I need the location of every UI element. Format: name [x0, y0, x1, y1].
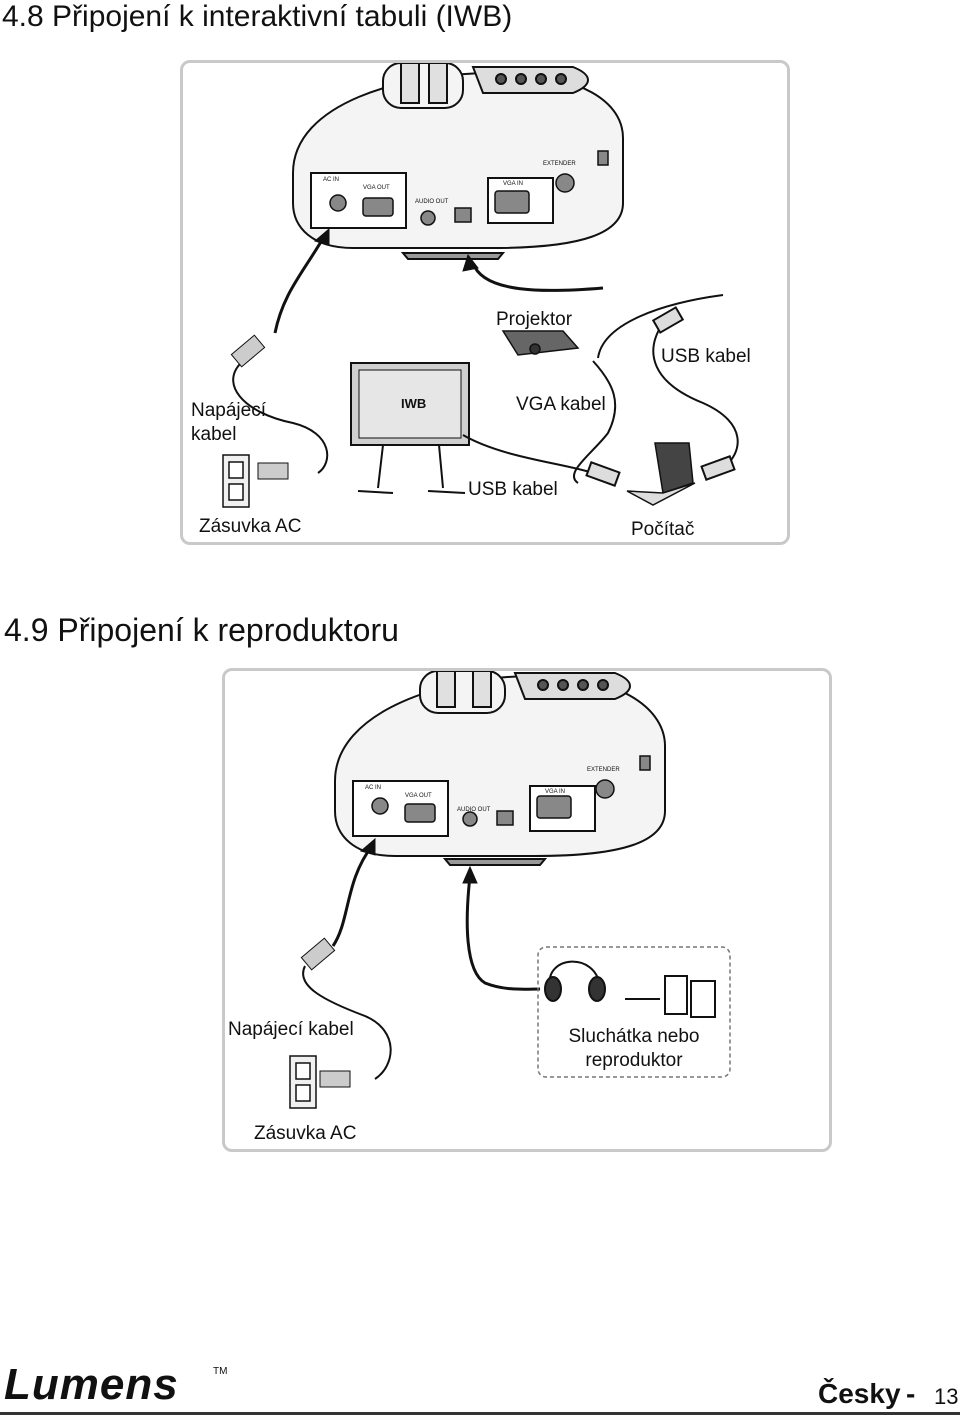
iwb-connection-diagram: AC IN VGA OUT AUDIO OUT VGA IN EXTENDER	[222, 63, 739, 508]
port-label-ac-in: AC IN	[365, 785, 381, 791]
port-label-audio-out: AUDIO OUT	[415, 199, 449, 205]
ports-icon	[329, 150, 609, 226]
label-ac-outlet: Zásuvka AC	[199, 516, 302, 537]
port-label-ac-in: AC IN	[323, 177, 339, 183]
projector-icon	[501, 330, 580, 356]
trademark-mark: TM	[213, 1366, 228, 1377]
port-label-vga-out: VGA OUT	[363, 185, 390, 191]
page-number: 13	[934, 1384, 959, 1409]
speaker-connection-diagram: AC IN VGA OUT AUDIO OUT VGA IN EXTENDER	[289, 671, 731, 1109]
label-power-cable-line1: Napájecí	[191, 400, 266, 421]
usb-cable-bottom-icon	[462, 434, 621, 487]
power-cable-icon	[300, 837, 392, 1088]
label-headphones-line1: Sluchátka nebo	[568, 1026, 700, 1047]
label-headphones-line2: reproduktor	[585, 1050, 683, 1071]
ac-outlet-icon	[289, 1055, 317, 1109]
port-label-vga-out: VGA OUT	[405, 793, 432, 799]
iwb-board-icon	[350, 362, 470, 494]
power-cable-icon	[230, 227, 330, 480]
port-label-extender: EXTENDER	[587, 767, 620, 773]
port-label-vga-in: VGA IN	[545, 789, 565, 795]
label-power-cable: Napájecí kabel	[228, 1019, 354, 1040]
lumens-logo: Lumens	[4, 1360, 179, 1409]
label-usb-cable-bottom: USB kabel	[468, 479, 558, 500]
vga-cable-arrow	[462, 253, 724, 484]
audio-devices-box	[537, 946, 731, 1078]
footer-language: Česky	[818, 1378, 901, 1409]
port-label-vga-in: VGA IN	[503, 181, 523, 187]
laptop-icon	[626, 442, 696, 506]
ports-icon	[371, 755, 651, 827]
label-computer: Počítač	[631, 519, 695, 540]
usb-cable-icon	[651, 306, 739, 481]
iwb-board-label: IWB	[401, 396, 426, 411]
port-label-extender: EXTENDER	[543, 161, 576, 167]
speaker-diagram-panel: AC IN VGA OUT AUDIO OUT VGA IN EXTENDER	[222, 668, 832, 1152]
footer-rule	[0, 1412, 960, 1415]
label-projector: Projektor	[496, 309, 573, 330]
footer-separator: -	[906, 1378, 916, 1409]
section-heading-speaker: 4.9 Připojení k reproduktoru	[4, 612, 399, 648]
label-usb-cable-top: USB kabel	[661, 346, 751, 367]
label-ac-outlet: Zásuvka AC	[254, 1123, 357, 1144]
port-label-audio-out: AUDIO OUT	[457, 807, 491, 813]
label-power-cable-line2: kabel	[191, 424, 237, 445]
label-vga-cable: VGA kabel	[516, 394, 606, 415]
speaker-icon	[625, 975, 716, 1018]
headphones-icon	[544, 960, 606, 1002]
section-heading-iwb: 4.8 Připojení k interaktivní tabuli (IWB…	[2, 0, 513, 33]
ac-outlet-icon	[222, 454, 250, 508]
iwb-diagram-panel: AC IN VGA OUT AUDIO OUT VGA IN EXTENDER	[180, 60, 790, 545]
audio-cable-arrow	[462, 865, 541, 991]
